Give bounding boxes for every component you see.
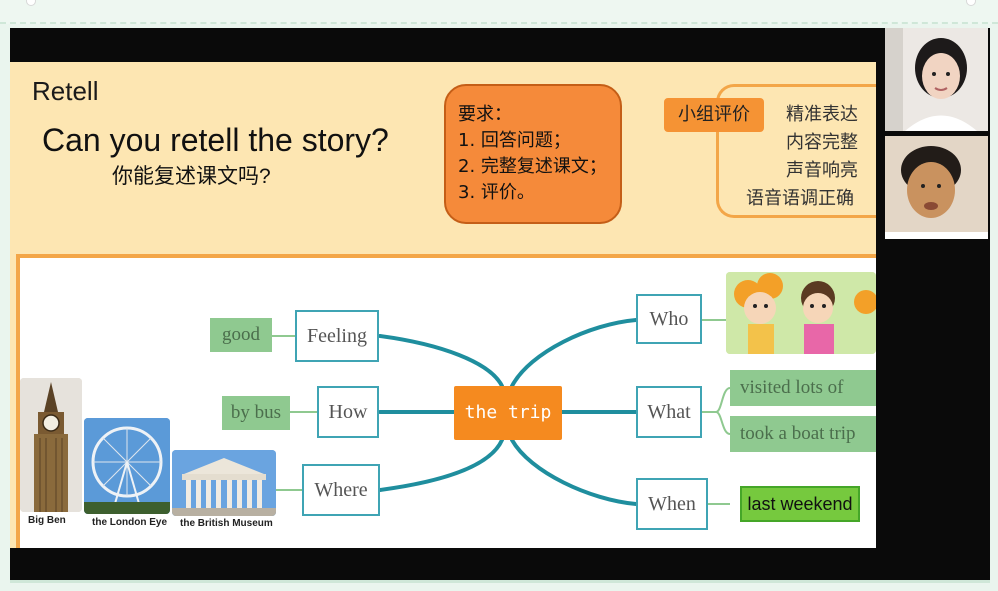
mind-map-connectors <box>272 318 731 506</box>
bottom-divider <box>10 580 990 583</box>
node-feeling: Feeling <box>295 310 379 362</box>
connector-when <box>510 438 638 506</box>
caption-london-eye: the London Eye <box>92 517 167 528</box>
top-bar <box>0 0 998 24</box>
evaluation-criterion: 声音响亮 <box>786 160 858 181</box>
connector-feeling <box>378 334 504 388</box>
node-who: Who <box>636 294 702 344</box>
window-dot-icon <box>26 0 36 6</box>
teacher-video-tile[interactable] <box>885 28 988 131</box>
node-where: Where <box>302 464 380 516</box>
node-how: How <box>317 386 379 438</box>
evaluation-criterion: 内容完整 <box>786 132 858 153</box>
caption-british-museum: the British Museum <box>180 518 273 529</box>
answer-what-1: visited lots of <box>730 370 876 406</box>
evaluation-criterion: 精准表达 <box>786 104 858 125</box>
shared-slide: Retell Can you retell the story? 你能复述课文吗… <box>10 62 876 548</box>
evaluation-title: 小组评价 <box>664 98 764 132</box>
requirement-item: 1. 回答问题； <box>458 130 571 151</box>
london-eye-image <box>84 418 170 514</box>
slide-question: Can you retell the story? <box>42 122 389 158</box>
big-ben-image <box>20 378 82 512</box>
requirements-title: 要求： <box>458 104 512 125</box>
student-video-tile[interactable] <box>885 136 988 239</box>
requirement-item: 3. 评价。 <box>458 182 535 203</box>
connector-where <box>378 438 504 492</box>
evaluation-criterion: 语音语调正确 <box>746 188 854 209</box>
answer-when: last weekend <box>740 486 860 522</box>
british-museum-image <box>172 450 276 516</box>
kids-cartoon-image <box>726 272 876 354</box>
slide-question-cn: 你能复述课文吗? <box>112 165 271 188</box>
caption-big-ben: Big Ben <box>28 515 66 526</box>
slide-heading: Retell <box>32 76 99 106</box>
answer-how: by bus <box>222 396 290 430</box>
evaluation-box <box>716 84 876 218</box>
answer-what-2: took a boat trip <box>730 416 876 452</box>
requirement-item: 2. 完整复述课文； <box>458 156 607 177</box>
window-dot-icon <box>966 0 976 6</box>
connector-who <box>510 318 638 388</box>
node-what: What <box>636 386 702 438</box>
requirements-box: 要求： 1. 回答问题； 2. 完整复述课文； 3. 评价。 <box>444 84 622 224</box>
node-when: When <box>636 478 708 530</box>
mind-map-center: the trip <box>454 386 562 440</box>
answer-feeling: good <box>210 318 272 352</box>
